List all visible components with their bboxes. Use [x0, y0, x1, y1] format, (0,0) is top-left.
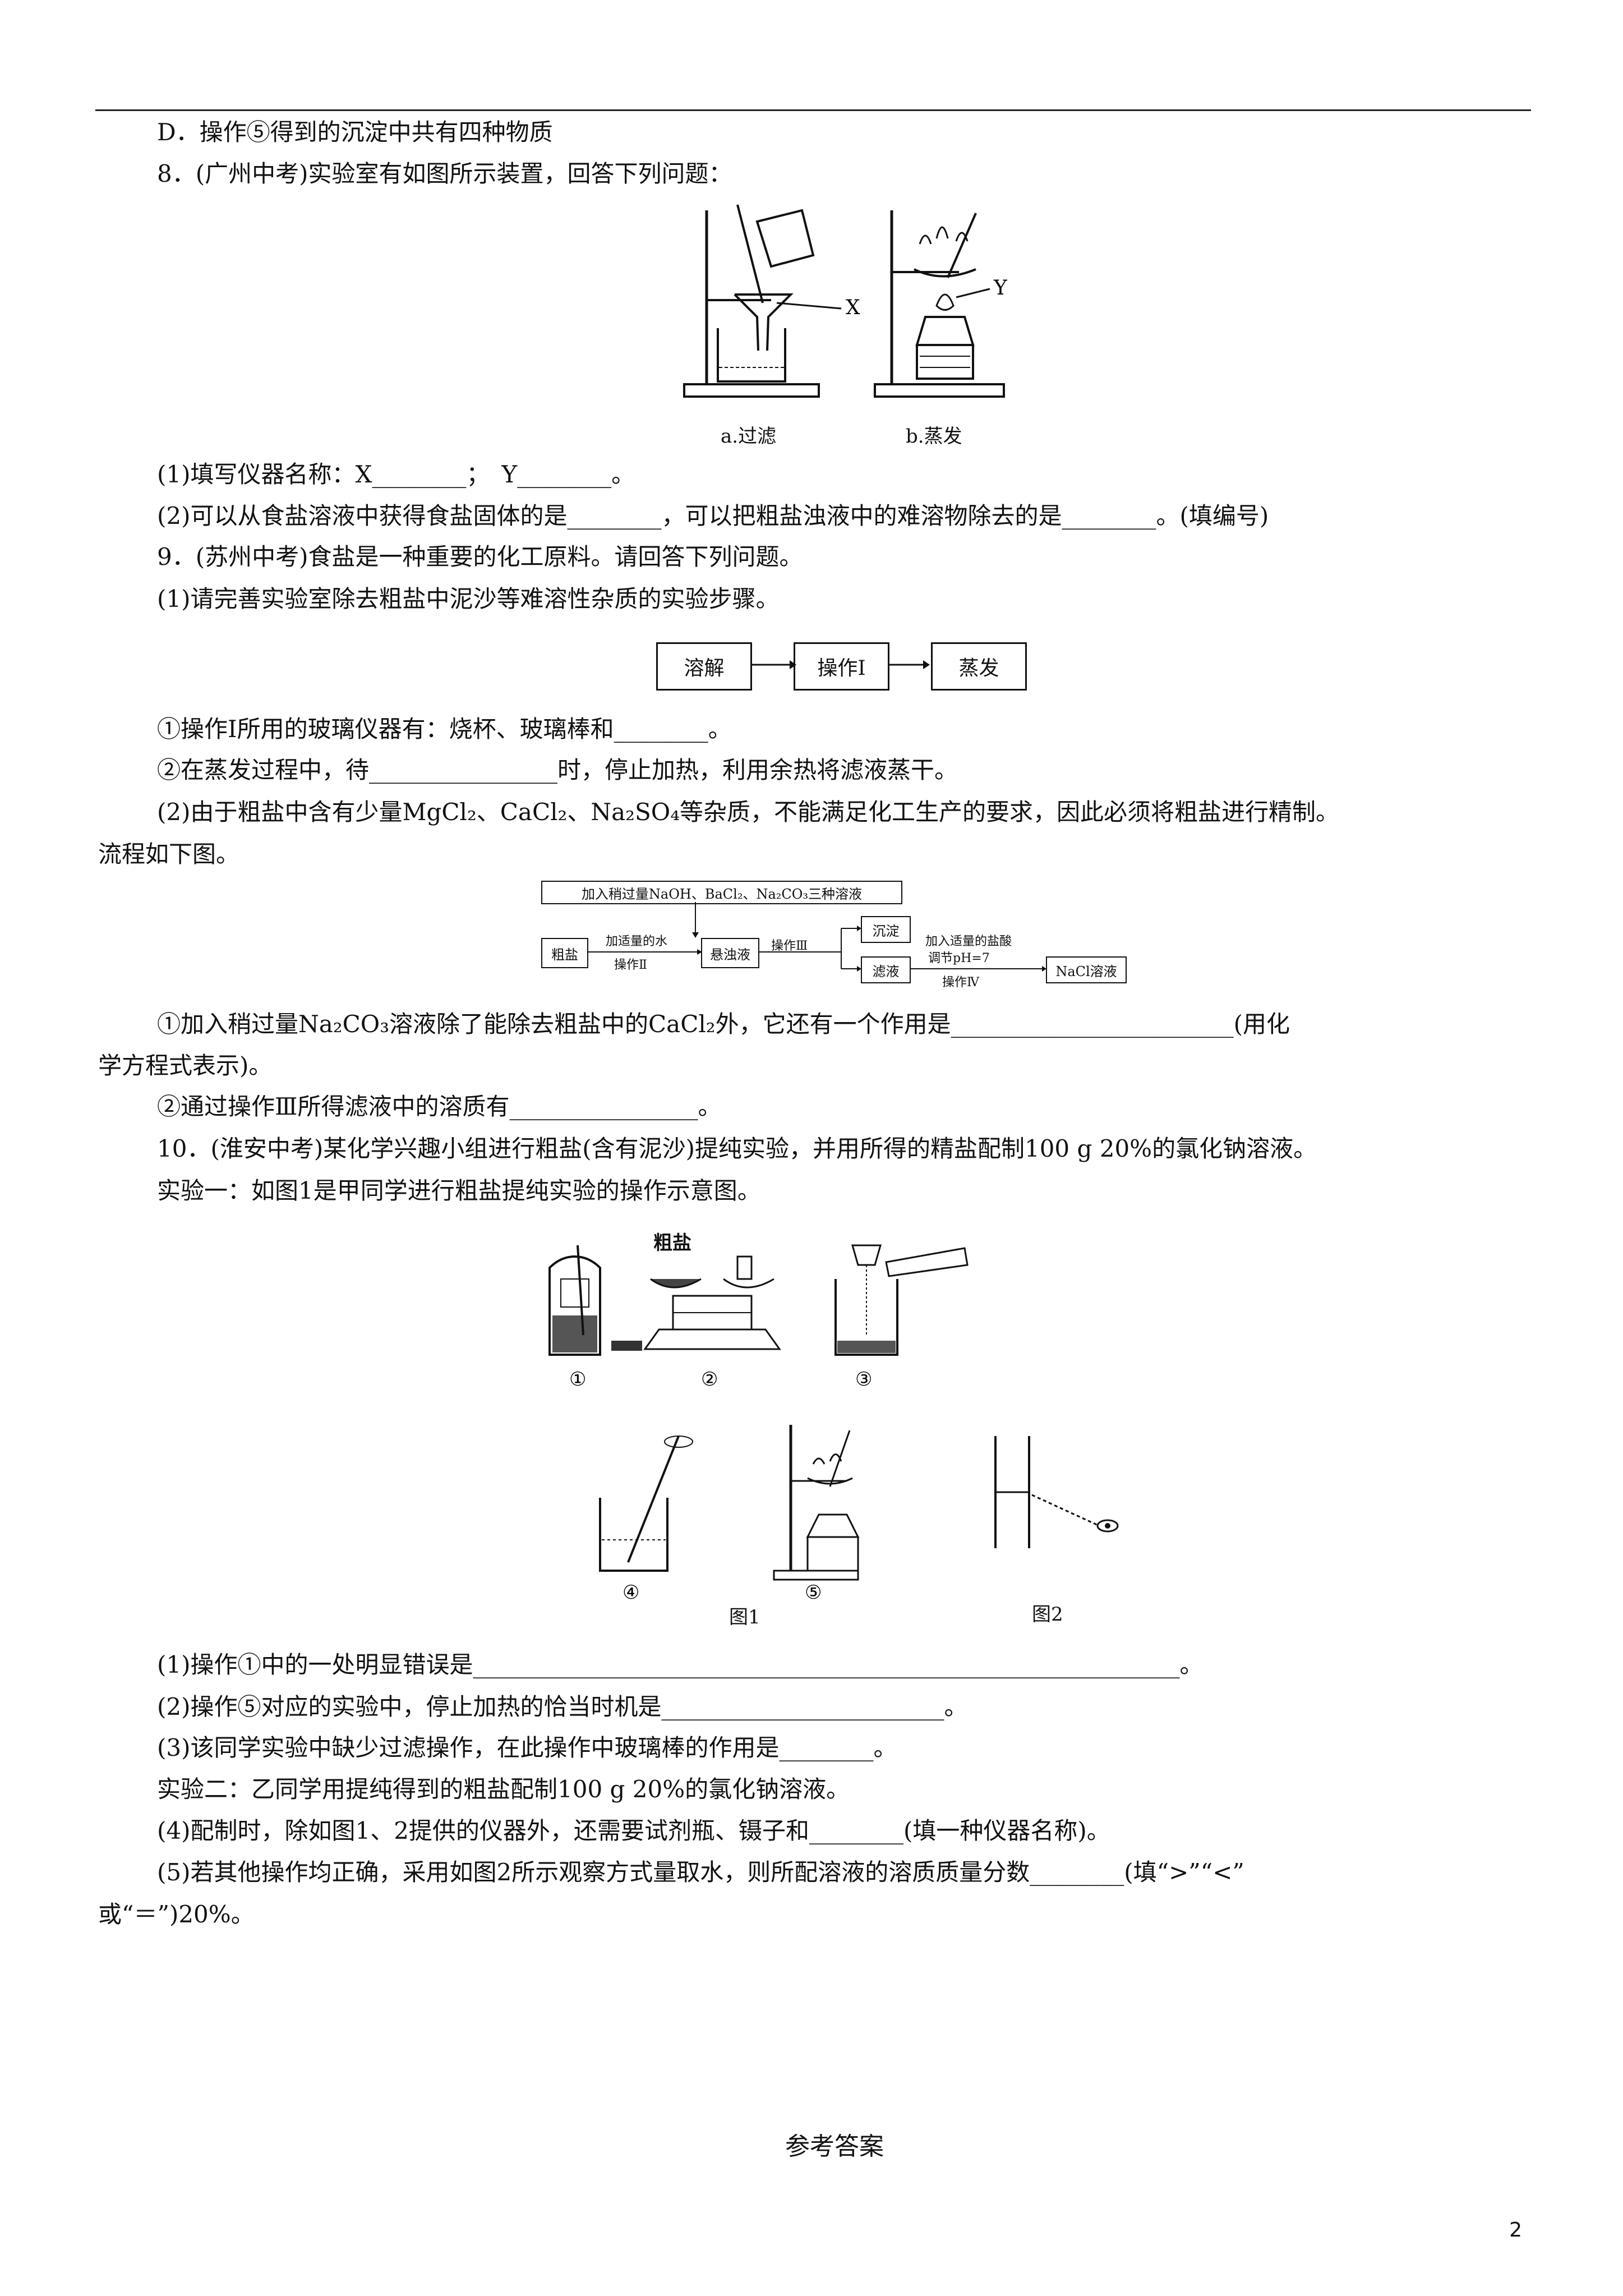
answer-key-title: 参考答案 [785, 2132, 884, 2161]
fig-label-2: ② [701, 1368, 718, 1391]
flow2-adjust-ph: 调节pH=7 [928, 951, 990, 965]
flow-arrows [751, 660, 930, 669]
q7-option-d: D．操作⑤得到的沉淀中共有四种物质 [157, 118, 553, 146]
q10-sub3: (3)该同学实验中缺少过滤操作，在此操作中玻璃棒的作用是________。 [157, 1734, 897, 1761]
caption-evaporation: b.蒸发 [906, 425, 962, 448]
flow-step-operation-1: 操作Ⅰ [794, 642, 889, 691]
label-x: X [846, 296, 860, 319]
q9-sub1: (1)请完善实验室除去粗盐中泥沙等难溶性杂质的实验步骤。 [157, 585, 780, 613]
q8-sub1: (1)填写仪器名称：X________； Y________。 [157, 461, 635, 488]
q10-sub5-line1: (5)若其他操作均正确，采用如图2所示观察方式量取水，则所配溶液的溶质质量分数_… [157, 1858, 1244, 1886]
q9-sub2a-line1: ①加入稍过量Na₂CO₃溶液除了能除去粗盐中的CaCl₂外，它还有一个作用是__… [157, 1010, 1290, 1038]
q10-sub2: (2)操作⑤对应的实验中，停止加热的恰当时机是_________________… [157, 1693, 968, 1720]
q8-sub2: (2)可以从食盐溶液中获得食盐固体的是________，可以把粗盐浊液中的难溶物… [157, 502, 1269, 530]
q9-stem: 9．(苏州中考)食盐是一种重要的化工原料。请回答下列问题。 [157, 543, 803, 570]
fig-label-3: ③ [855, 1368, 872, 1391]
fig-label-4: ④ [623, 1581, 639, 1604]
fig-label-5: ⑤ [805, 1581, 822, 1604]
flow2-op4: 操作Ⅳ [942, 976, 979, 990]
q9-sub1b: ②在蒸发过程中，待________________时，停止加热，利用余热将滤液蒸… [157, 756, 958, 784]
figure-2-caption: 图2 [1032, 1603, 1063, 1626]
flow2-coarse-salt: 粗盐 [541, 938, 588, 968]
q10-sub1: (1)操作①中的一处明显错误是_________________________… [157, 1651, 1204, 1678]
q10-exp2: 实验二：乙同学用提纯得到的粗盐配制100 g 20%的氯化钠溶液。 [157, 1775, 850, 1803]
page-number: 2 [1509, 2219, 1522, 2242]
fig-label-1: ① [569, 1368, 586, 1391]
flow2-op2: 操作Ⅱ [614, 958, 647, 972]
figure-1-top-row: ① ② ③ [548, 1244, 969, 1391]
flow2-suspension: 悬浊液 [701, 938, 759, 968]
q9-sub2-line1: (2)由于粗盐中含有少量MgCl₂、CaCl₂、Na₂SO₄等杂质，不能满足化工… [157, 798, 1340, 826]
filtration-apparatus-figure: X [683, 204, 860, 398]
q9-sub2b: ②通过操作Ⅲ所得滤液中的溶质有________________。 [157, 1093, 722, 1120]
q10-sub5-line2: 或“＝”)20%。 [98, 1901, 255, 1928]
flow2-op3: 操作Ⅲ [771, 939, 808, 953]
q9-sub1a: ①操作Ⅰ所用的玻璃仪器有：烧杯、玻璃棒和________。 [157, 715, 732, 743]
caption-filtration: a.过滤 [721, 425, 777, 448]
flow2-nacl-solution: NaCl溶液 [1046, 956, 1127, 983]
q10-exp1: 实验一：如图1是甲同学进行粗盐提纯实验的操作示意图。 [157, 1177, 761, 1204]
q9-sub2a-line2: 学方程式表示)。 [98, 1052, 273, 1079]
flow2-arrows [588, 902, 1046, 972]
q8-stem: 8．(广州中考)实验室有如图所示装置，回答下列问题： [157, 160, 732, 187]
flow-step-dissolve: 溶解 [656, 642, 752, 691]
header-rule [95, 109, 1531, 111]
flow2-top-box: 加入稍过量NaOH、BaCl₂、Na₂CO₃三种溶液 [541, 881, 902, 904]
flow2-filtrate: 滤液 [861, 956, 911, 983]
flow2-precipitate: 沉淀 [861, 916, 911, 943]
label-y: Y [993, 277, 1008, 300]
q10-sub4: (4)配制时，除如图1、2提供的仪器外，还需要试剂瓶、镊子和________(填… [157, 1817, 1110, 1844]
q10-stem: 10．(淮安中考)某化学兴趣小组进行粗盐(含有泥沙)提纯实验，并用所得的精盐配制… [157, 1135, 1317, 1162]
evaporation-apparatus-figure: Y [874, 210, 1008, 398]
flow2-add-acid: 加入适量的盐酸 [925, 935, 1012, 949]
flow2-add-water: 加适量的水 [606, 935, 668, 949]
figure-1-caption: 图1 [729, 1606, 760, 1628]
figure-1-bottom-row-and-figure-2: ④ ⑤ [599, 1425, 1119, 1604]
q9-sub2-line2: 流程如下图。 [98, 840, 240, 868]
flow-step-evaporate: 蒸发 [931, 642, 1027, 691]
coarse-salt-label: 粗盐 [653, 1232, 691, 1254]
